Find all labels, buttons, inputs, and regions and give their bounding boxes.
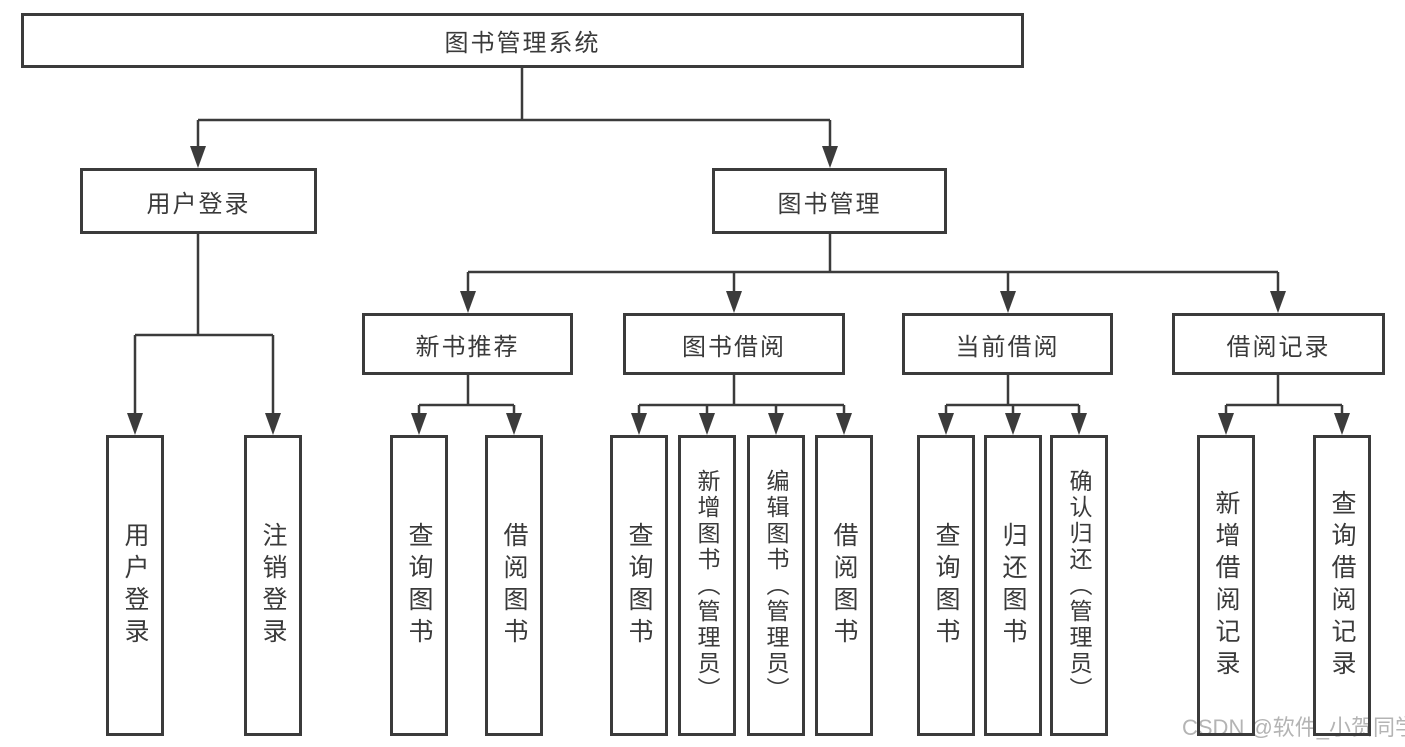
arrowhead-icon xyxy=(699,413,715,435)
arrowhead-icon xyxy=(768,413,784,435)
leaf-query-books-2: 查询图书 xyxy=(610,435,668,736)
arrowhead-icon xyxy=(822,146,838,168)
arrowhead-icon xyxy=(836,413,852,435)
leaf-query-books-1: 查询图书 xyxy=(390,435,448,736)
connector-borrow-rec-to-leaves xyxy=(1218,375,1350,435)
leaf-query-books-1-label: 查询图书 xyxy=(405,521,433,650)
leaf-user-login-label: 用户登录 xyxy=(121,521,149,650)
node-user-login-label: 用户登录 xyxy=(146,190,251,218)
node-root: 图书管理系统 xyxy=(21,13,1024,68)
leaf-return-books: 归还图书 xyxy=(984,435,1042,736)
leaf-add-book-admin-label: 新增图书（管理员） xyxy=(694,468,720,703)
arrowhead-icon xyxy=(1000,291,1016,313)
leaf-borrow-books-2-label: 借阅图书 xyxy=(830,521,858,650)
leaf-add-book-admin: 新增图书（管理员） xyxy=(678,435,736,736)
arrowhead-icon xyxy=(411,413,427,435)
node-book-borrowing: 图书借阅 xyxy=(623,313,845,375)
connector-book-borrow-to-leaves xyxy=(631,375,852,435)
node-book-management-label: 图书管理 xyxy=(777,190,882,218)
leaf-borrow-books-1-label: 借阅图书 xyxy=(500,521,528,650)
node-book-management: 图书管理 xyxy=(712,168,947,234)
arrowhead-icon xyxy=(1270,291,1286,313)
arrowhead-icon xyxy=(506,413,522,435)
node-root-label: 图书管理系统 xyxy=(444,30,601,57)
arrowhead-icon xyxy=(265,413,281,435)
node-book-borrowing-label: 图书借阅 xyxy=(682,333,786,361)
arrowhead-icon xyxy=(460,291,476,313)
leaf-logout-label: 注销登录 xyxy=(259,521,287,650)
arrowhead-icon xyxy=(190,146,206,168)
leaf-query-books-3-label: 查询图书 xyxy=(932,521,960,650)
leaf-logout: 注销登录 xyxy=(244,435,302,736)
leaf-edit-book-admin: 编辑图书（管理员） xyxy=(747,435,805,736)
node-borrowing-records-label: 借阅记录 xyxy=(1226,333,1331,361)
leaf-query-books-3: 查询图书 xyxy=(917,435,975,736)
leaf-confirm-return-admin: 确认归还（管理员） xyxy=(1050,435,1108,736)
leaf-borrow-books-1: 借阅图书 xyxy=(485,435,543,736)
leaf-query-borrow-record: 查询借阅记录 xyxy=(1313,435,1371,736)
node-new-book-recommend: 新书推荐 xyxy=(362,313,573,375)
connector-user-login-to-leaves xyxy=(127,234,281,435)
node-current-borrowing-label: 当前借阅 xyxy=(955,333,1060,361)
arrowhead-icon xyxy=(1218,413,1234,435)
connector-root-to-level2 xyxy=(190,68,838,168)
node-borrowing-records: 借阅记录 xyxy=(1172,313,1385,375)
arrowhead-icon xyxy=(1071,413,1087,435)
leaf-user-login: 用户登录 xyxy=(106,435,164,736)
arrowhead-icon xyxy=(1334,413,1350,435)
arrowhead-icon xyxy=(127,413,143,435)
leaf-confirm-return-admin-label: 确认归还（管理员） xyxy=(1066,468,1092,703)
connector-new-book-to-leaves xyxy=(411,375,522,435)
arrowhead-icon xyxy=(938,413,954,435)
leaf-edit-book-admin-label: 编辑图书（管理员） xyxy=(763,468,789,703)
leaf-add-borrow-record: 新增借阅记录 xyxy=(1197,435,1255,736)
leaf-borrow-books-2: 借阅图书 xyxy=(815,435,873,736)
leaf-add-borrow-record-label: 新增借阅记录 xyxy=(1212,489,1240,682)
arrowhead-icon xyxy=(1005,413,1021,435)
connector-book-mgmt-to-level3 xyxy=(460,234,1286,313)
arrowhead-icon xyxy=(631,413,647,435)
node-user-login: 用户登录 xyxy=(80,168,317,234)
node-new-book-recommend-label: 新书推荐 xyxy=(415,333,520,361)
leaf-return-books-label: 归还图书 xyxy=(999,521,1027,650)
leaf-query-books-2-label: 查询图书 xyxy=(625,521,653,650)
leaf-query-borrow-record-label: 查询借阅记录 xyxy=(1328,489,1356,682)
connector-cur-borrow-to-leaves xyxy=(938,375,1087,435)
node-current-borrowing: 当前借阅 xyxy=(902,313,1113,375)
arrowhead-icon xyxy=(726,291,742,313)
